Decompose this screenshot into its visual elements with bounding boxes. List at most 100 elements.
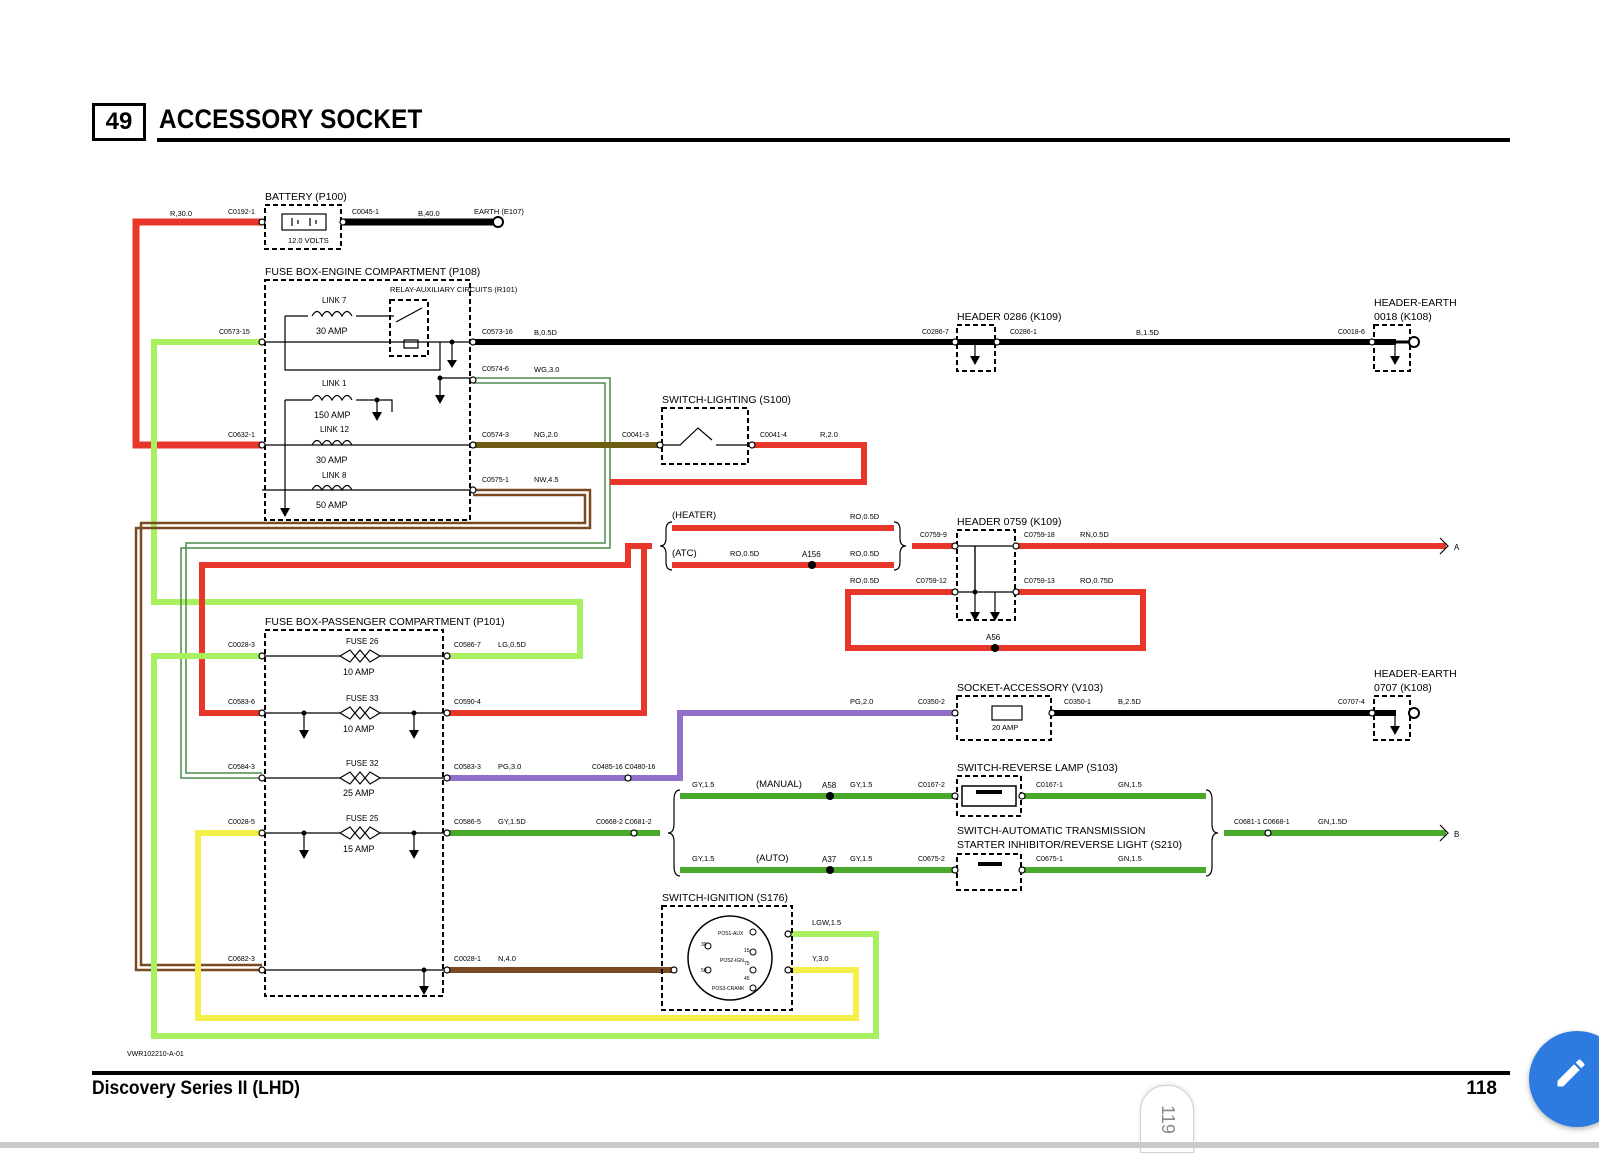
wl-rn05d: RN,0.5D xyxy=(1080,530,1109,539)
pencil-icon xyxy=(1557,1059,1585,1087)
wire-lightgreen-lgw xyxy=(151,653,879,1039)
cl-c0575-1: C0575-1 xyxy=(482,477,509,484)
cl-c0759-9: C0759-9 xyxy=(920,532,947,539)
label-header-earth-0018-1: HEADER-EARTH xyxy=(1374,297,1457,309)
sl-a56: A56 xyxy=(986,633,1001,642)
label-pos-ign: POS2-IGN xyxy=(720,958,744,964)
wl-y30: Y,3.0 xyxy=(812,954,829,963)
wl-pg30: PG,3.0 xyxy=(498,762,521,771)
splice-labels: A156 A56 A58 A37 xyxy=(802,550,1001,864)
ignition-labels: POS1-AUX POS2-IGN POS3-CRANK 30 50 15 75… xyxy=(701,931,750,992)
wl-pg20: PG,2.0 xyxy=(850,697,873,706)
label-battery: BATTERY (P100) xyxy=(265,191,347,203)
cl-c0018-6: C0018-6 xyxy=(1338,329,1365,336)
link-symbols xyxy=(311,310,353,492)
cl-c0632-1: C0632-1 xyxy=(228,432,255,439)
label-switch-ignition: SWITCH-IGNITION (S176) xyxy=(662,892,788,904)
cl-c0668-2: C0668-2 C0681-2 xyxy=(596,819,652,826)
wire-red-c0590 xyxy=(447,546,647,716)
drawing-ref: VWR102210-A-01 xyxy=(127,1051,184,1058)
wire-yellow-edge xyxy=(202,837,262,1014)
battery-box xyxy=(264,204,342,250)
label-fuse26-amp: 10 AMP xyxy=(343,667,375,677)
passenger-fuse-lines xyxy=(262,649,447,971)
cl-c0759-13: C0759-13 xyxy=(1024,578,1055,585)
note-heater: (HEATER) xyxy=(672,510,716,521)
label-link12: LINK 12 xyxy=(320,425,349,434)
label-header-0759: HEADER 0759 (K109) xyxy=(957,516,1061,528)
cl-c0286-1: C0286-1 xyxy=(1010,329,1037,336)
wl-gy15d: GY,1.5D xyxy=(498,817,526,826)
wl-b05d: B,0.5D xyxy=(534,328,558,337)
wl-lgw15: LGW,1.5 xyxy=(812,918,841,927)
label-pos-crank: POS3-CRANK xyxy=(712,986,745,992)
label-t45: 45 xyxy=(744,976,750,982)
wire-purple-pg30 xyxy=(447,710,955,781)
wl-b25d: B,2.5D xyxy=(1118,697,1142,706)
component-outlines xyxy=(264,204,1411,1011)
label-battery-volts: 12.0 VOLTS xyxy=(288,236,329,245)
connector-labels: C0192-1 C0045-1 C0573-15 C0573-16 C0286-… xyxy=(219,209,1365,963)
wire-labels: R,30.0 B,40.0 B,0.5D B,1.5D WG,3.0 NG,2.… xyxy=(170,209,1348,963)
label-link7-amp: 30 AMP xyxy=(316,326,348,336)
wl-gn15-a: GN,1.5 xyxy=(1118,854,1142,863)
cl-c0586-5: C0586-5 xyxy=(454,819,481,826)
cl-c0350-1: C0350-1 xyxy=(1064,699,1091,706)
wl-wg30: WG,3.0 xyxy=(534,365,559,374)
next-page-number: 119 xyxy=(1157,1104,1178,1134)
cl-c0583-6: C0583-6 xyxy=(228,699,255,706)
wire-yellow xyxy=(195,830,859,1021)
cl-c0041-4: C0041-4 xyxy=(760,432,787,439)
cl-c0675-1: C0675-1 xyxy=(1036,856,1063,863)
label-link1-amp: 150 AMP xyxy=(314,410,351,420)
wl-gy15-a1: GY,1.5 xyxy=(692,854,714,863)
cl-c0574-3: C0574-3 xyxy=(482,432,509,439)
edit-button[interactable] xyxy=(1529,1031,1599,1127)
cl-c0707-4: C0707-4 xyxy=(1338,699,1365,706)
label-t30: 30 xyxy=(701,942,707,948)
label-t15: 15 xyxy=(744,948,750,954)
cl-c0759-12: C0759-12 xyxy=(916,578,947,585)
label-fuse32-amp: 25 AMP xyxy=(343,788,375,798)
note-cont-a: A xyxy=(1454,543,1460,552)
label-link8-amp: 50 AMP xyxy=(316,500,348,510)
label-header-earth-0707-1: HEADER-EARTH xyxy=(1374,668,1457,680)
next-page-tab[interactable]: 119 xyxy=(1140,1085,1194,1153)
label-fuse26: FUSE 26 xyxy=(346,637,379,646)
label-switch-auto-2: STARTER INHIBITOR/REVERSE LIGHT (S210) xyxy=(957,839,1182,851)
switch-lighting-box xyxy=(661,407,749,465)
label-switch-auto-1: SWITCH-AUTOMATIC TRANSMISSION xyxy=(957,825,1145,837)
label-fuse33: FUSE 33 xyxy=(346,694,379,703)
cl-c0028-3: C0028-3 xyxy=(228,642,255,649)
header-0286-box xyxy=(956,324,996,372)
wire-brown-inner xyxy=(139,493,587,967)
wire-wg-outer xyxy=(180,377,611,779)
label-relay: RELAY-AUXILIARY CIRCUITS (R101) xyxy=(390,285,518,294)
cl-c0350-2: C0350-2 xyxy=(918,699,945,706)
label-link7: LINK 7 xyxy=(322,296,347,305)
cl-c0590-4: C0590-4 xyxy=(454,699,481,706)
cl-c0583-3: C0583-3 xyxy=(454,764,481,771)
note-auto: (AUTO) xyxy=(756,853,789,864)
label-socket-accessory: SOCKET-ACCESSORY (V103) xyxy=(957,682,1103,694)
wl-r20: R,2.0 xyxy=(820,430,838,439)
wl-gn15-m: GN,1.5 xyxy=(1118,780,1142,789)
sl-a156: A156 xyxy=(802,550,821,559)
wl-gy15-m1: GY,1.5 xyxy=(692,780,714,789)
footer-rule xyxy=(92,1071,1510,1075)
cl-c0028-1: C0028-1 xyxy=(454,956,481,963)
bottom-scroll-bar[interactable] xyxy=(0,1142,1599,1148)
cl-c0681-1: C0681-1 C0668-1 xyxy=(1234,819,1290,826)
label-header-earth-0707-2: 0707 (K108) xyxy=(1374,682,1432,694)
cl-c0192-1: C0192-1 xyxy=(228,209,255,216)
wire-lightgreen-c0573 xyxy=(151,339,583,659)
label-header-0286: HEADER 0286 (K109) xyxy=(957,311,1061,323)
wl-ro05d-heater: RO,0.5D xyxy=(850,512,880,521)
wl-gy15-m2: GY,1.5 xyxy=(850,780,872,789)
cl-c0682-3: C0682-3 xyxy=(228,956,255,963)
label-link1: LINK 1 xyxy=(322,379,347,388)
cl-c0167-2: C0167-2 xyxy=(918,782,945,789)
label-fuse-box-passenger: FUSE BOX-PASSENGER COMPARTMENT (P101) xyxy=(265,616,505,628)
wl-r30: R,30.0 xyxy=(170,209,192,218)
wl-gy15-a2: GY,1.5 xyxy=(850,854,872,863)
